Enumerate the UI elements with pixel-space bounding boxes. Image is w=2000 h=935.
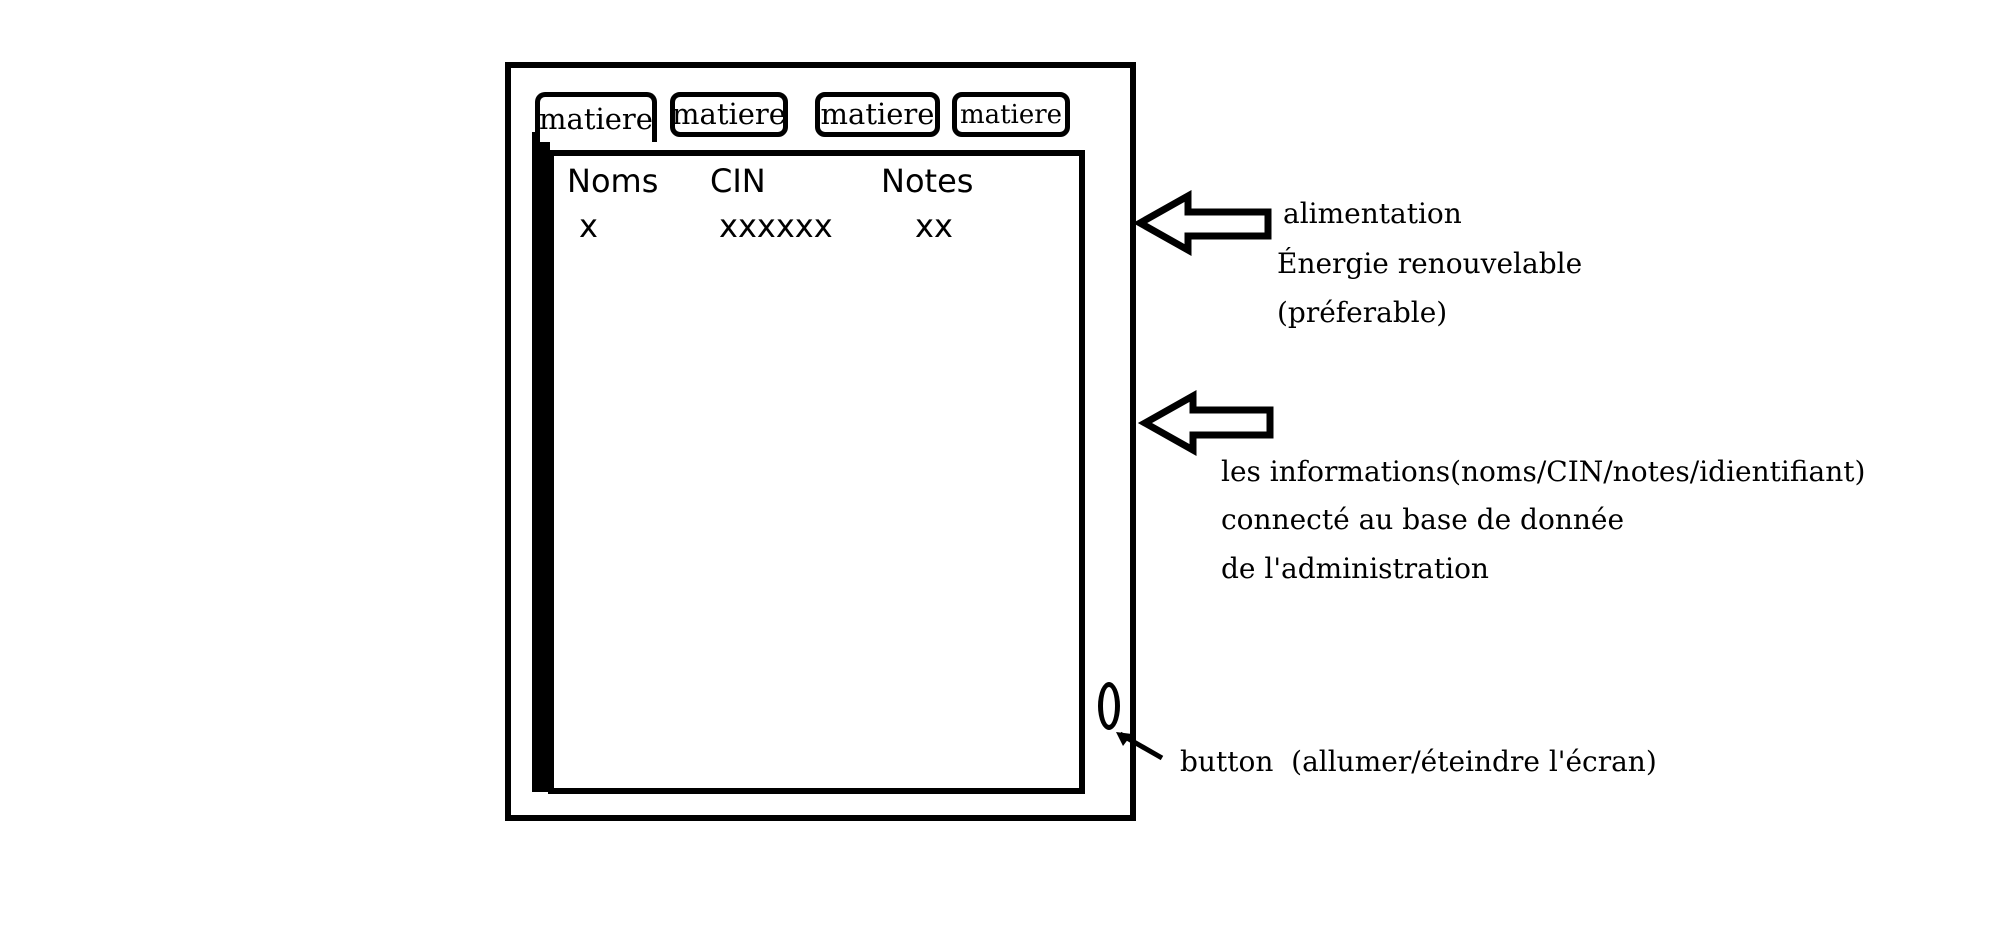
table-cell-note: xx xyxy=(915,207,953,245)
tab-matiere-2[interactable]: matiere xyxy=(670,92,788,137)
left-arrow-icon xyxy=(1137,390,1274,456)
power-button[interactable] xyxy=(1098,682,1120,730)
column-header-notes: Notes xyxy=(881,162,974,200)
annotation-info-line2: connecté au base de donnée xyxy=(1221,503,1625,536)
table-cell-cin: xxxxxx xyxy=(719,207,833,245)
annotation-power-line3: (préferable) xyxy=(1277,296,1448,329)
column-header-cin: CIN xyxy=(710,162,766,200)
annotation-power-line1: alimentation xyxy=(1283,197,1462,230)
annotation-info-line1: les informations(noms/CIN/notes/idientif… xyxy=(1221,455,1866,488)
screen-left-bezel xyxy=(532,132,550,792)
table-cell-nom: x xyxy=(579,207,598,245)
annotation-info-line3: de l'administration xyxy=(1221,552,1489,585)
tab-matiere-3[interactable]: matiere xyxy=(815,92,940,137)
device-frame xyxy=(505,62,1136,821)
pointer-arrow-icon xyxy=(1116,731,1164,761)
left-arrow-icon xyxy=(1132,190,1272,256)
annotation-power-line2: Énergie renouvelable xyxy=(1277,247,1583,280)
tab-matiere-4[interactable]: matiere xyxy=(952,92,1070,137)
annotation-button: button (allumer/éteindre l'écran) xyxy=(1180,745,1657,778)
tab-matiere-1[interactable]: matiere xyxy=(535,92,657,142)
screen xyxy=(548,150,1085,794)
column-header-noms: Noms xyxy=(567,162,659,200)
